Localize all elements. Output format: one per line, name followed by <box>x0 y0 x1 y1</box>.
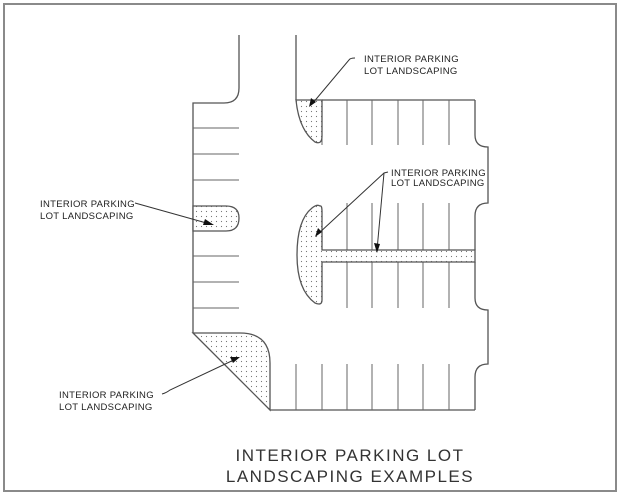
diagram-title-line2: LANDSCAPING EXAMPLES <box>226 467 474 486</box>
diagram-title-line1: INTERIOR PARKING LOT <box>236 446 465 465</box>
top-stall-row <box>321 100 450 145</box>
callout-top-right-line2: LOT LANDSCAPING <box>364 66 458 77</box>
landscape-island-left <box>192 205 240 232</box>
left-stall-row <box>193 127 239 309</box>
callout-top-right-line1: INTERIOR PARKING <box>364 54 459 65</box>
callout-bottom-left-line1: INTERIOR PARKING <box>59 390 154 401</box>
callout-left-line2: LOT LANDSCAPING <box>40 211 134 222</box>
landscape-island-corner <box>191 332 271 412</box>
middle-stall-row <box>346 203 450 308</box>
landscape-island-t-median <box>296 204 476 305</box>
callout-center-line1: INTERIOR PARKING <box>391 168 486 179</box>
landscape-island-top <box>295 99 323 144</box>
leader-lines <box>134 57 389 395</box>
callout-left-line1: INTERIOR PARKING <box>40 199 135 210</box>
callout-bottom-left-line2: LOT LANDSCAPING <box>59 402 153 413</box>
callout-center-line2: LOT LANDSCAPING <box>391 178 485 189</box>
bottom-stall-row <box>295 364 450 410</box>
